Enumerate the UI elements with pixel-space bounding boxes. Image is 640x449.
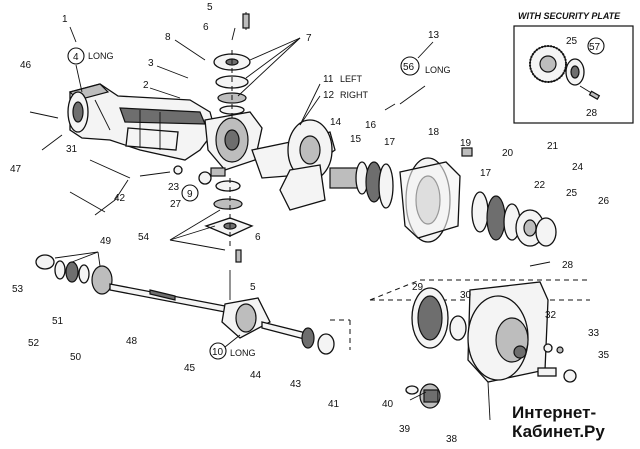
callout-50: 50 <box>70 352 82 363</box>
callout-49: 49 <box>100 236 112 247</box>
callout-9: 9 <box>187 189 193 200</box>
bolt-5-top <box>242 13 250 29</box>
callout-45: 45 <box>184 363 196 374</box>
callout-57: 57 <box>589 42 601 53</box>
label-long-56: LONG <box>425 65 451 75</box>
callout-28-inset: 28 <box>586 108 598 119</box>
callout-52: 52 <box>28 338 40 349</box>
callout-13: 13 <box>428 30 440 41</box>
lower-kingpin-plate <box>204 178 254 263</box>
callout-2: 2 <box>143 80 149 91</box>
callout-15: 15 <box>350 134 362 145</box>
callouts: 1 4 LONG 46 47 31 42 2 3 8 5 6 7 11 LEFT… <box>10 2 610 445</box>
callout-6-top: 6 <box>203 22 209 33</box>
callout-7: 7 <box>306 33 312 44</box>
label-right: RIGHT <box>340 90 369 100</box>
kingpin-cap-stack <box>213 12 251 120</box>
callout-3: 3 <box>148 58 154 69</box>
watermark-line1: Интернет- <box>512 403 596 422</box>
circled-callout-9-ring <box>181 184 199 202</box>
watermark: Интернет- Интернет- Кабинет.Ру Кабинет.Р… <box>510 401 607 443</box>
callout-1: 1 <box>62 14 68 25</box>
callout-40: 40 <box>382 399 394 410</box>
callout-10: 10 <box>212 347 224 358</box>
callout-14: 14 <box>330 117 342 128</box>
label-long-10: LONG <box>230 348 256 358</box>
inset-frame <box>513 25 634 124</box>
callout-23: 23 <box>168 182 180 193</box>
callout-18: 18 <box>428 127 440 138</box>
planetary-hub <box>330 279 590 421</box>
security-plate-inset: WITH SECURITY PLATE <box>513 11 634 124</box>
callout-25-inset: 25 <box>566 36 578 47</box>
callout-47: 47 <box>10 164 22 175</box>
callout-35: 35 <box>598 350 610 361</box>
callout-16: 16 <box>365 120 377 131</box>
callout-17-right: 17 <box>480 168 492 179</box>
callout-46: 46 <box>20 60 32 71</box>
callout-29: 29 <box>412 282 424 293</box>
callout-44: 44 <box>250 370 262 381</box>
circled-callout-4-ring <box>67 47 85 65</box>
callout-31: 31 <box>66 144 78 155</box>
callout-42: 42 <box>114 193 126 204</box>
callout-39: 39 <box>399 424 411 435</box>
callout-41: 41 <box>328 399 340 410</box>
callout-26: 26 <box>598 196 610 207</box>
callout-8: 8 <box>165 32 171 43</box>
label-left: LEFT <box>340 74 363 84</box>
callout-21: 21 <box>547 141 559 152</box>
inset-title: WITH SECURITY PLATE <box>518 11 621 21</box>
callout-30: 30 <box>460 290 472 301</box>
callout-5-bottom: 5 <box>250 282 256 293</box>
callout-56: 56 <box>403 62 415 73</box>
callout-19: 19 <box>460 138 472 149</box>
callout-24: 24 <box>572 162 584 173</box>
hub-assembly <box>329 103 557 267</box>
svg-text:Интернет-: Интернет- <box>512 403 596 422</box>
callout-20: 20 <box>502 148 514 159</box>
callout-4: 4 <box>73 52 79 63</box>
circled-callout-10-ring <box>209 342 227 360</box>
callout-54: 54 <box>138 232 150 243</box>
axle-housing-left <box>67 83 216 161</box>
callout-28-main: 28 <box>562 260 574 271</box>
circled-callout-57-ring <box>587 37 605 55</box>
callout-43: 43 <box>290 379 302 390</box>
callout-53: 53 <box>12 284 24 295</box>
callout-51: 51 <box>52 316 64 327</box>
callout-33: 33 <box>588 328 600 339</box>
callout-5-top: 5 <box>207 2 213 13</box>
half-shaft-assembly <box>35 254 335 355</box>
steering-knuckle <box>204 111 336 211</box>
callout-32: 32 <box>545 310 557 321</box>
callout-25-main: 25 <box>566 188 578 199</box>
label-long-4: LONG <box>88 51 114 61</box>
callout-11: 11 <box>323 74 334 85</box>
circled-callout-56-ring <box>400 56 420 76</box>
callout-38: 38 <box>446 434 458 445</box>
svg-text:Кабинет.Ру: Кабинет.Ру <box>512 422 605 441</box>
callout-6-bottom: 6 <box>255 232 261 243</box>
watermark-line2: Кабинет.Ру <box>512 422 605 441</box>
callout-17-left: 17 <box>384 137 396 148</box>
callout-48: 48 <box>126 336 138 347</box>
callout-12: 12 <box>323 90 335 101</box>
small-parts-center <box>29 111 226 213</box>
callout-27: 27 <box>170 199 182 210</box>
callout-22: 22 <box>534 180 546 191</box>
leader-lines <box>54 26 434 401</box>
